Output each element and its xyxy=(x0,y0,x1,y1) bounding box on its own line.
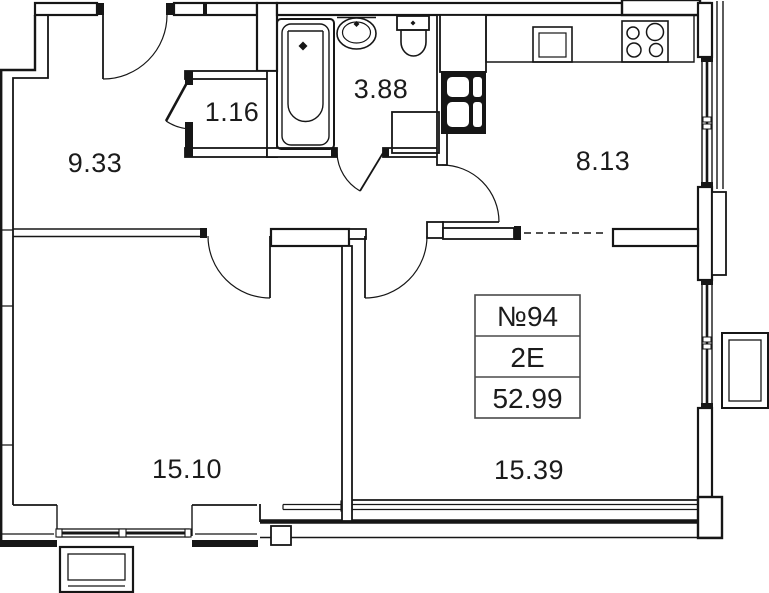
kitchen-counter xyxy=(485,15,695,63)
unit-info-box: №94 2Е 52.99 xyxy=(474,294,581,419)
doors xyxy=(102,14,500,299)
bedroom-area-label: 15.39 xyxy=(494,455,564,485)
stove xyxy=(621,20,669,63)
burner-icon xyxy=(626,26,640,40)
burner-icon xyxy=(645,22,665,42)
bedroom-door xyxy=(364,235,428,299)
bathroom-sink xyxy=(336,16,377,50)
kitchen-area-label: 8.13 xyxy=(576,146,631,176)
unit-layout-type: 2Е xyxy=(510,342,544,373)
living-room-area-label: 15.10 xyxy=(152,454,222,484)
unit-number: №94 xyxy=(497,301,558,332)
toilet xyxy=(396,15,430,57)
closet-door xyxy=(164,78,191,130)
kitchen-window xyxy=(701,56,713,188)
kitchen-sink xyxy=(532,26,573,63)
burner-icon xyxy=(648,42,664,58)
entrance-door xyxy=(102,14,168,80)
bathtub xyxy=(276,18,335,150)
kitchen-door xyxy=(441,164,500,223)
living-room-door xyxy=(207,235,271,299)
ac-basket-right xyxy=(721,332,769,409)
burner-icon xyxy=(626,42,642,58)
faucet-icon xyxy=(353,21,360,27)
closet-area-label: 1.16 xyxy=(205,97,260,127)
living-room-window xyxy=(0,504,258,547)
washing-machine xyxy=(391,111,440,154)
unit-total-area: 52.99 xyxy=(492,383,562,414)
vent-shaft xyxy=(439,14,487,134)
drain-icon xyxy=(298,41,308,51)
bathroom-area-label: 3.88 xyxy=(354,74,409,104)
bedroom-window xyxy=(701,279,713,409)
ac-basket-bottom xyxy=(58,545,135,593)
bedroom-window-band xyxy=(259,499,722,546)
bathroom-door xyxy=(336,152,384,192)
hallway-area-label: 9.33 xyxy=(68,148,123,178)
